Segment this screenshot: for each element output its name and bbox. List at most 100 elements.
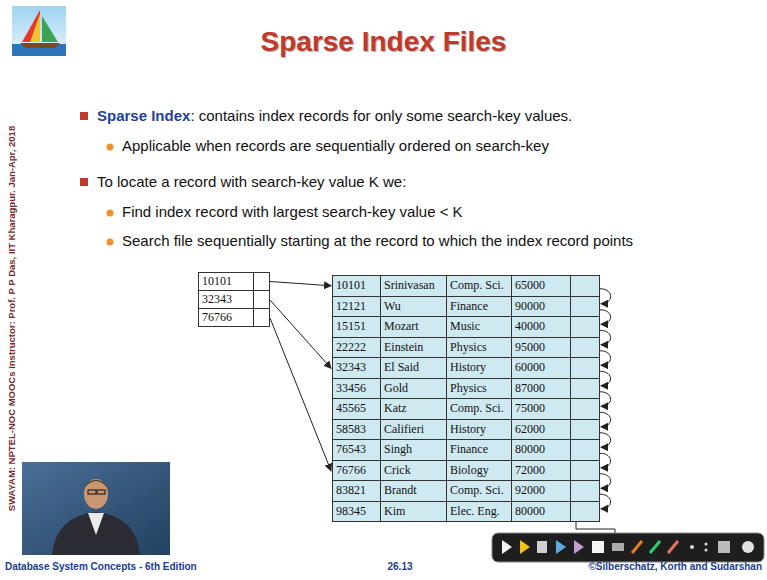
record-field: Biology	[447, 461, 512, 481]
sub-bullet-text: Applicable when records are sequentially…	[122, 137, 549, 154]
record-field: Katz	[381, 399, 447, 419]
data-record: 22222EinsteinPhysics95000	[332, 338, 600, 359]
field-value: Califieri	[381, 422, 424, 437]
record-field: Comp. Sci.	[447, 276, 512, 296]
field-value: 80000	[512, 504, 545, 519]
bullet-dot	[107, 239, 114, 246]
record-field: Singh	[381, 440, 447, 460]
field-value: History	[447, 360, 486, 375]
field-value: 76766	[333, 463, 366, 478]
record-field: Wu	[381, 297, 447, 317]
record-field: 10101	[199, 273, 254, 290]
record-chain-pointer	[600, 412, 611, 427]
record-field: History	[447, 358, 512, 378]
index-pointer	[270, 300, 331, 368]
record-field: 15151	[333, 317, 381, 337]
field-value: Finance	[447, 442, 488, 457]
pointer-field	[254, 291, 269, 308]
record-field: Comp. Sci.	[447, 481, 512, 501]
field-value: Kim	[381, 504, 405, 519]
field-value: Comp. Sci.	[447, 401, 504, 416]
footer-text: Database System Concepts - 6th Edition	[5, 561, 197, 572]
pointer-field	[571, 358, 599, 378]
record-field: Brandt	[381, 481, 447, 501]
record-field: 40000	[512, 317, 571, 337]
record-field: Finance	[447, 297, 512, 317]
record-chain-pointer	[600, 351, 611, 366]
pointer-field	[571, 440, 599, 460]
sailboat-logo	[12, 6, 66, 56]
record-field: Califieri	[381, 420, 447, 440]
field-value: 33456	[333, 381, 366, 396]
record-chain-pointer	[600, 310, 611, 325]
record-chain-pointer	[600, 289, 611, 304]
field-value: Wu	[381, 299, 401, 314]
field-value: 72000	[512, 463, 545, 478]
field-value: Physics	[447, 381, 487, 396]
bullet-dot	[107, 144, 114, 151]
field-value: 80000	[512, 442, 545, 457]
record-field: Physics	[447, 338, 512, 358]
field-value: 58583	[333, 422, 366, 437]
pointer-field	[571, 317, 599, 337]
data-record: 58583CalifieriHistory62000	[332, 420, 600, 441]
record-chain-pointer	[600, 494, 611, 509]
field-value: 45565	[333, 401, 366, 416]
field-value: Finance	[447, 299, 488, 314]
record-field: 92000	[512, 481, 571, 501]
record-field: 72000	[512, 461, 571, 481]
data-record: 76766CrickBiology72000	[332, 461, 600, 482]
record-field: Gold	[381, 379, 447, 399]
field-value: 92000	[512, 483, 545, 498]
sub-bullet-text: Find index record with largest search-ke…	[122, 203, 463, 220]
record-field: 76766	[333, 461, 381, 481]
index-pointer	[270, 318, 331, 471]
video-inset	[22, 462, 170, 555]
field-value: 65000	[512, 278, 545, 293]
field-value: Gold	[381, 381, 408, 396]
bullet-square	[80, 112, 88, 120]
data-record: 83821 BrandtComp. Sci.92000	[332, 481, 600, 502]
pointer-field	[254, 309, 269, 326]
bullet-line: Sparse Index: contains index records for…	[97, 107, 572, 124]
record-chain-pointer	[600, 453, 611, 468]
pointer-field	[571, 420, 599, 440]
record-field: 45565	[333, 399, 381, 419]
record-field: 90000	[512, 297, 571, 317]
data-record: 12121WuFinance90000	[332, 297, 600, 318]
data-record: 45565KatzComp. Sci.75000	[332, 399, 600, 420]
pointer-field	[571, 481, 599, 501]
field-value: Mozart	[381, 319, 419, 334]
record-field: Srinivasan	[381, 276, 447, 296]
record-field: 65000	[512, 276, 571, 296]
copyright: ©Silberschatz, Korth and Sudarshan	[588, 561, 762, 572]
bullet-square	[80, 178, 88, 186]
pointer-field	[254, 273, 269, 290]
bullet-dot	[107, 210, 114, 217]
field-value: Singh	[381, 442, 412, 457]
record-field: 80000	[512, 502, 571, 522]
field-value: 83821	[333, 483, 366, 498]
pointer-field	[571, 461, 599, 481]
record-field: 87000	[512, 379, 571, 399]
field-value: 90000	[512, 299, 545, 314]
pointer-field	[571, 502, 599, 522]
field-value: 95000	[512, 340, 545, 355]
sub-bullet-text: Search file sequentially starting at the…	[122, 232, 633, 249]
record-field: 58583	[333, 420, 381, 440]
record-chain-pointer	[600, 392, 611, 407]
field-value: Biology	[447, 463, 489, 478]
record-field: Kim	[381, 502, 447, 522]
field-value: 76766	[199, 310, 232, 325]
field-value: 60000	[512, 360, 545, 375]
record-field: Physics	[447, 379, 512, 399]
index-record: 32343	[198, 291, 270, 309]
field-value: 62000	[512, 422, 545, 437]
field-value: El Said	[381, 360, 419, 375]
field-value: 32343	[199, 292, 232, 307]
slide-title: Sparse Index Files	[0, 26, 767, 58]
record-field: 32343	[199, 291, 254, 308]
record-chain-pointer	[600, 474, 611, 489]
record-field: 76543	[333, 440, 381, 460]
record-field: Finance	[447, 440, 512, 460]
